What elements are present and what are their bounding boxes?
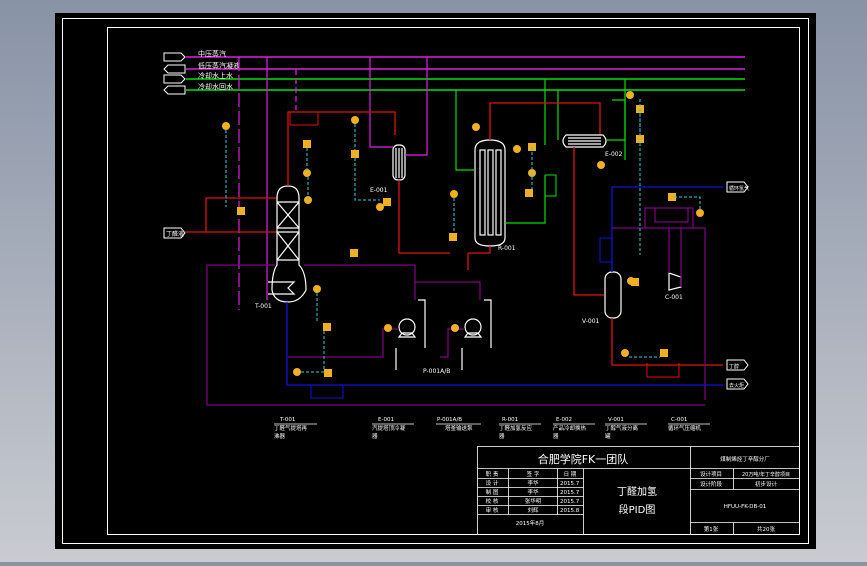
feed-inlet[interactable]: 丁醛液 [163,227,186,239]
product-cooler[interactable] [562,134,607,148]
svg-text:2015.7: 2015.7 [560,499,580,505]
svg-text:塔釜输送泵: 塔釜输送泵 [445,424,473,432]
client-name: 煤制烯烃丁辛醇分厂 [720,455,770,463]
separator-tag: V-001 [582,318,600,325]
svg-text:R-001: R-001 [502,417,518,423]
svg-text:汽提塔顶冷凝: 汽提塔顶冷凝 [372,424,406,432]
outlet-product[interactable]: 丁醇 [726,359,749,371]
svg-text:2015.7: 2015.7 [560,490,580,496]
outlet-offgas[interactable]: 去火炬 [726,378,749,390]
outlet-h2[interactable]: 循环氢气 [726,181,749,193]
svg-text:循环气压缩机: 循环气压缩机 [668,424,702,432]
school-name: 合肥学院FK一团队 [538,452,629,466]
svg-text:张华明: 张华明 [525,497,542,505]
svg-text:初步设计: 初步设计 [755,480,778,488]
drawing-number: HFUU-FK-DB-01 [724,504,767,510]
svg-text:器: 器 [553,433,559,440]
svg-text:丁醛气提塔再: 丁醛气提塔再 [274,424,308,432]
drawing-title-1: 丁醛加氢 [617,485,657,498]
svg-text:去火炬: 去火炬 [729,382,744,389]
title-block-text: 合肥学院FK一团队 煤制烯烃丁辛醇分厂 职 责 签 字 日 期 设 计 李华 2… [486,452,790,533]
svg-text:校 核: 校 核 [486,497,499,505]
svg-text:日 期: 日 期 [564,471,577,478]
svg-text:制 图: 制 图 [486,488,499,496]
svg-text:2015.8: 2015.8 [560,508,580,514]
condenser-tag: E-001 [370,187,388,194]
reactor[interactable] [474,139,506,247]
outer-frame [62,18,809,544]
utility-label: 中压蒸汽 [198,49,226,58]
svg-text:审 核: 审 核 [486,506,499,514]
svg-text:P-001A/B: P-001A/B [437,417,462,423]
svg-text:丁醇: 丁醇 [729,363,739,370]
exchanger-tag: E-002 [605,151,623,158]
title-block [477,446,800,535]
pump-tag: P-001A/B [423,368,450,375]
feed-label: 丁醛液 [166,230,184,238]
svg-text:职 责: 职 责 [486,470,499,478]
svg-text:产品冷却换热: 产品冷却换热 [553,424,587,432]
svg-text:罐: 罐 [605,432,611,440]
svg-text:2015年8月: 2015年8月 [516,519,545,527]
svg-text:丁醛加氢反应: 丁醛加氢反应 [499,424,533,432]
svg-text:丁醇气液分离: 丁醇气液分离 [605,424,639,432]
svg-text:C-001: C-001 [671,417,687,423]
svg-text:器: 器 [499,433,505,440]
svg-text:第1张: 第1张 [704,525,719,533]
column-tag: T-001 [254,303,272,310]
svg-text:20万吨/年丁辛醇项目: 20万吨/年丁辛醇项目 [742,471,790,478]
drawing-canvas [55,13,816,549]
svg-text:E-001: E-001 [378,417,394,423]
svg-text:李华: 李华 [527,479,539,487]
svg-text:沸器: 沸器 [274,432,286,440]
svg-text:李华: 李华 [527,488,539,496]
svg-text:V-001: V-001 [608,417,624,423]
svg-text:设 计: 设 计 [486,479,499,487]
svg-text:器: 器 [372,433,378,440]
utility-label: 冷却水回水 [198,82,233,91]
pump-a[interactable] [395,299,426,370]
svg-text:共20张: 共20张 [757,525,775,533]
pump-b[interactable] [461,299,492,370]
signal-lines [225,99,701,373]
svg-text:E-002: E-002 [556,417,572,423]
svg-text:T-001: T-001 [279,417,295,423]
feed-line [185,197,277,233]
svg-text:设计项目: 设计项目 [700,470,722,478]
svg-text:设计阶段: 设计阶段 [700,480,723,488]
svg-text:循环氢气: 循环氢气 [729,185,749,192]
svg-text:2015.7: 2015.7 [560,481,580,487]
reactor-tag: R-001 [498,245,516,252]
inner-frame [107,27,800,535]
separator[interactable] [604,271,622,319]
utility-label: 冷却水上水 [198,71,233,80]
svg-text:刘辉: 刘辉 [527,506,539,514]
equipment-legend: T-001 丁醛气提塔再 沸器 E-001 汽提塔顶冷凝 器 P-001A/B … [274,417,710,440]
drawing-title-2: 段PID图 [619,503,656,516]
svg-text:签 字: 签 字 [527,470,540,478]
utility-label: 低压蒸汽凝液 [198,61,240,70]
compressor-tag: C-001 [665,294,683,301]
